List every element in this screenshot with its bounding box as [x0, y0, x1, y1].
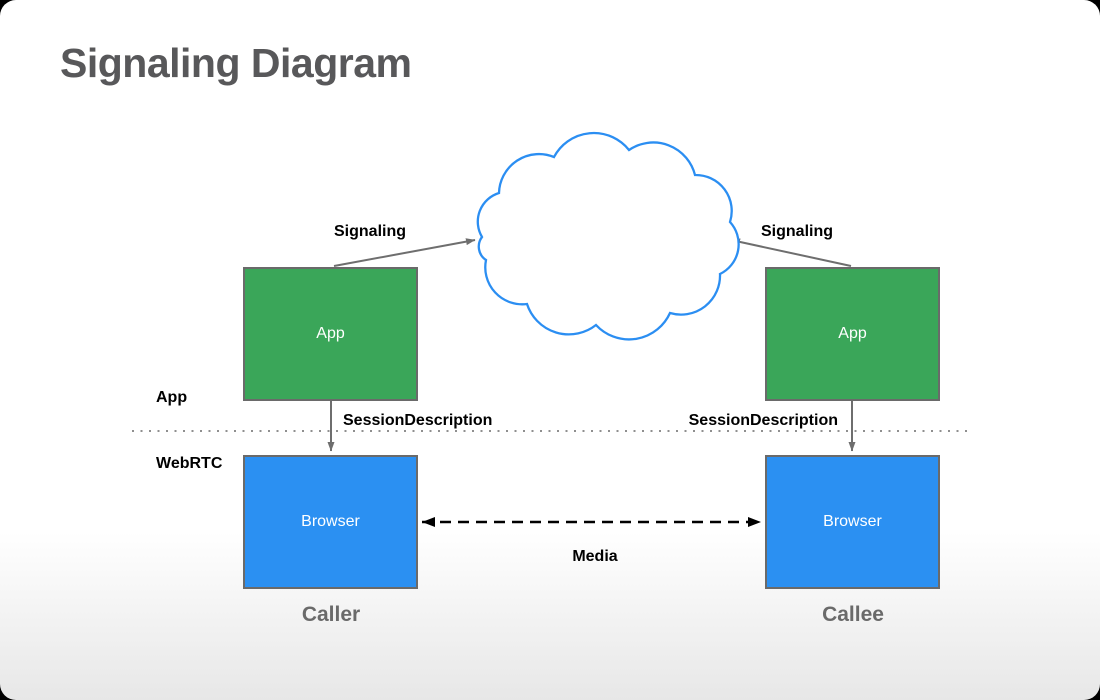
- media-label: Media: [572, 548, 618, 565]
- app-box-callee-label: App: [838, 325, 867, 342]
- signaling-arrow-right: [730, 238, 852, 267]
- browser-box-caller-label: Browser: [301, 513, 360, 530]
- session-description-label-right: SessionDescription: [688, 412, 838, 429]
- session-description-label-left: SessionDescription: [343, 412, 493, 429]
- cloud-icon: [476, 131, 740, 341]
- signaling-label-right: Signaling: [761, 223, 833, 240]
- browser-box-callee: Browser: [765, 455, 940, 589]
- signaling-arrow-left: [333, 238, 476, 267]
- layer-label-app: App: [156, 389, 188, 406]
- browser-box-caller: Browser: [243, 455, 418, 589]
- slide-title: Signaling Diagram: [60, 40, 412, 86]
- callee-caption: Callee: [822, 603, 884, 626]
- app-box-caller-label: App: [316, 325, 345, 342]
- signaling-label-left: Signaling: [334, 223, 406, 240]
- layer-label-webrtc: WebRTC: [156, 455, 223, 472]
- caller-caption: Caller: [301, 603, 361, 626]
- app-box-caller: App: [243, 267, 418, 401]
- app-box-callee: App: [765, 267, 940, 401]
- browser-box-callee-label: Browser: [823, 513, 882, 530]
